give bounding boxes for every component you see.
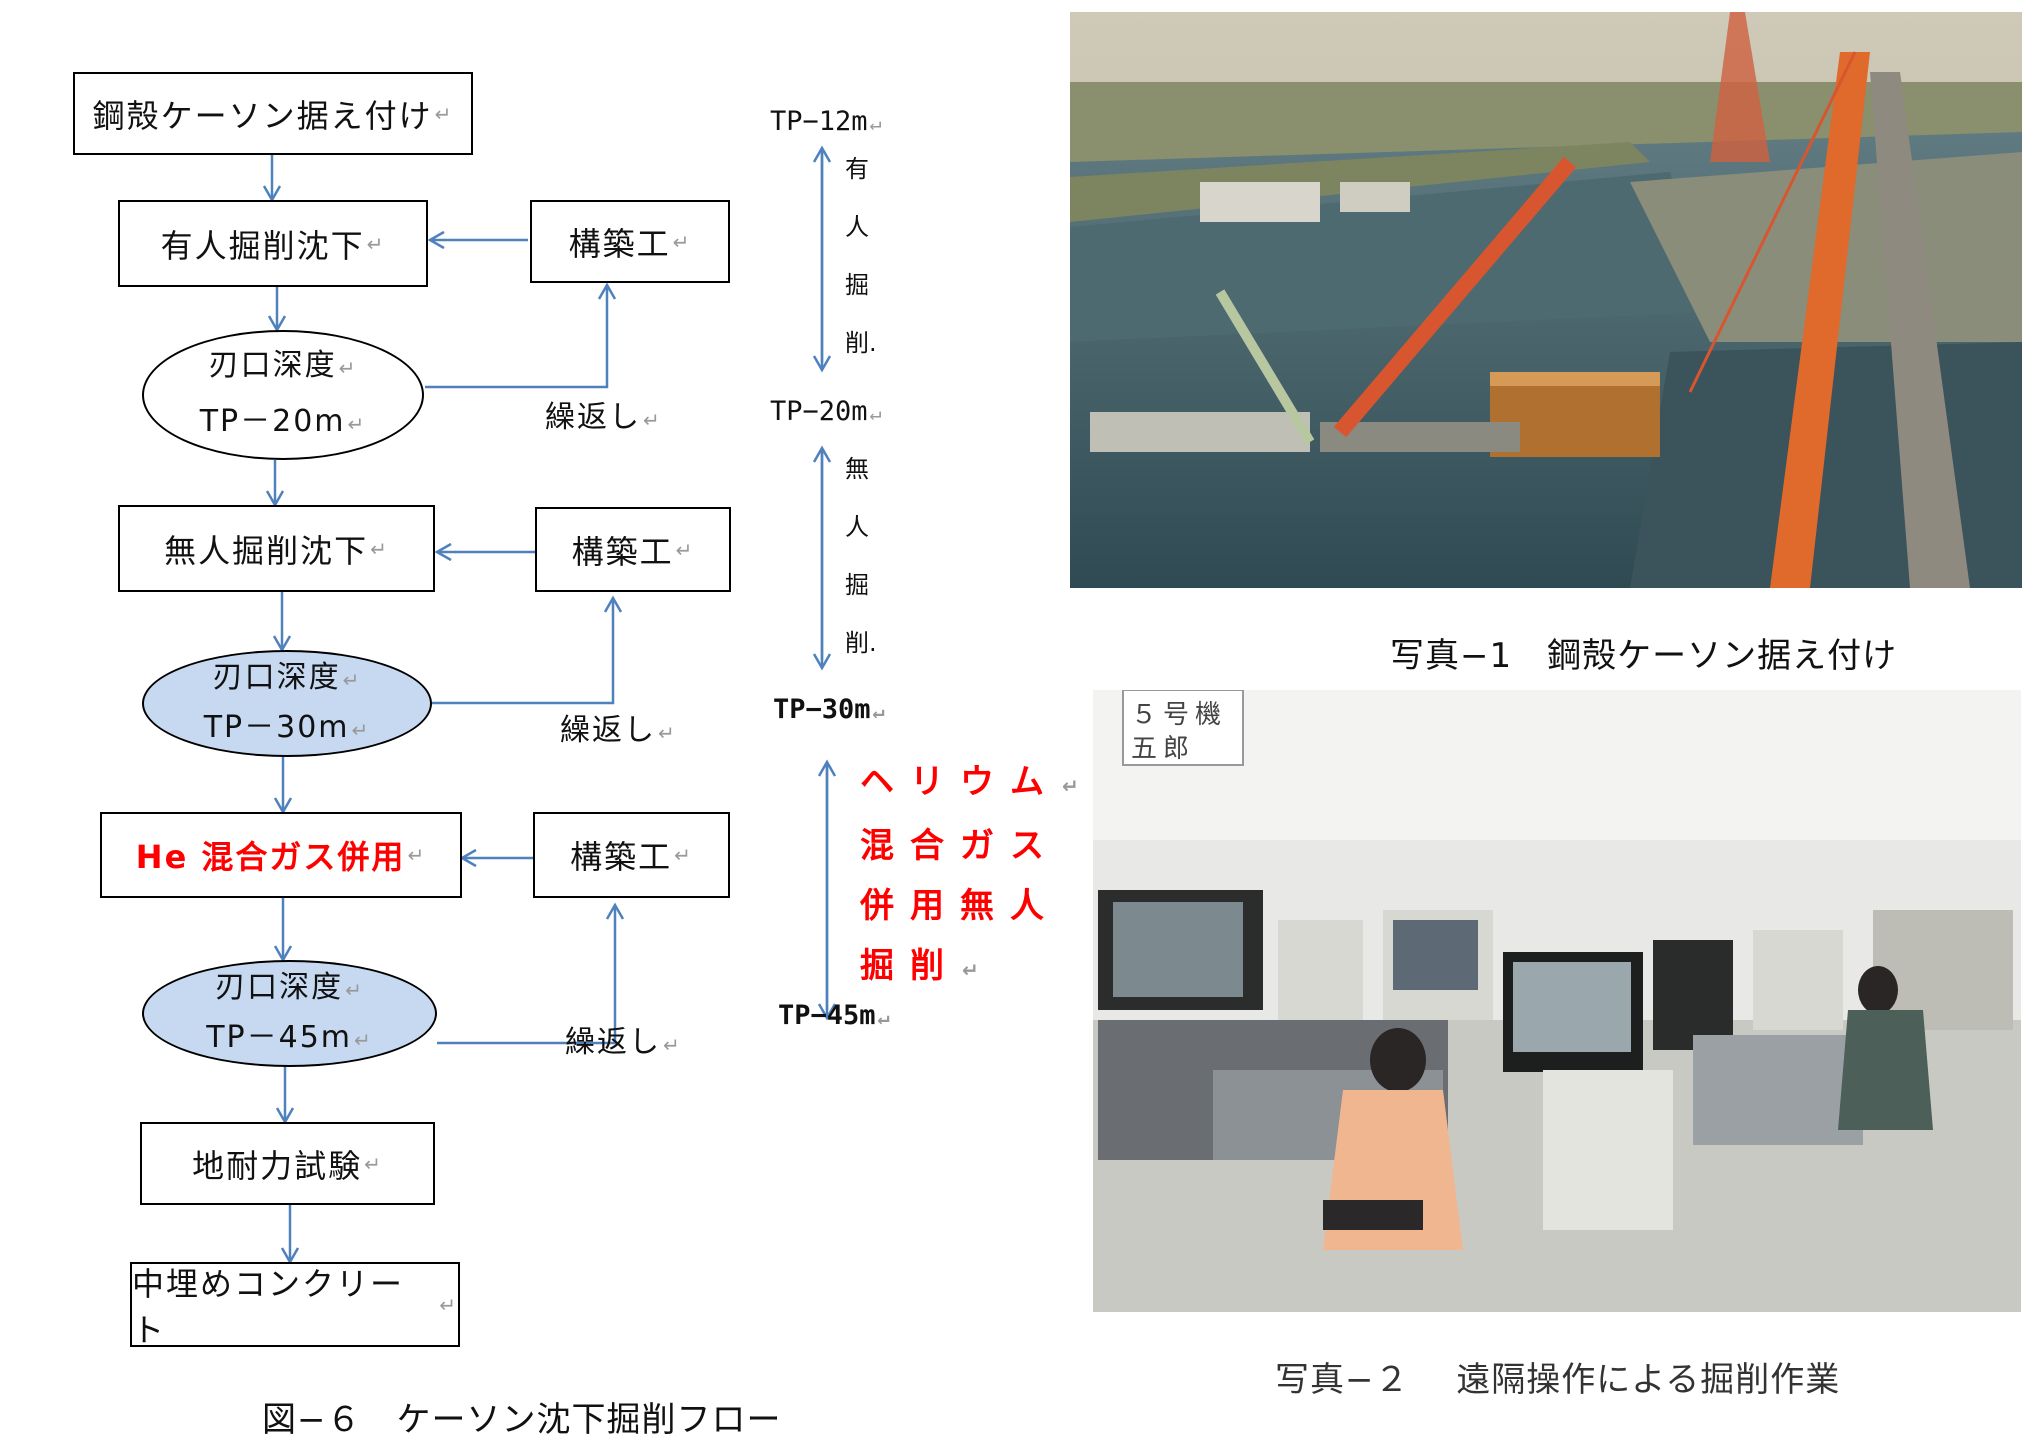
unmanned-excavation-vertical: 無 人 掘 削. xyxy=(845,455,877,657)
construction-label: 構築工 xyxy=(568,224,671,263)
sign-machine-number: ５号機 xyxy=(1131,700,1228,730)
figure-caption: 図−６ ケーソン沈下掘削フロー xyxy=(262,1400,782,1440)
repeat-label-2: 繰返し↵ xyxy=(560,713,677,748)
flow-step-label: He 混合ガス併用 xyxy=(135,838,406,876)
depth-tp-45: TP−45m↵ xyxy=(778,1000,890,1031)
depth-tp-12: TP−12m↵ xyxy=(770,106,882,137)
flow-step-label: 無人掘削沈下 xyxy=(164,531,369,570)
flow-step-caisson-install: 鋼殻ケーソン据え付け↵ xyxy=(73,72,473,155)
helium-excavation-note: ヘリウム↵ 混合ガス 併用無人 掘削↵ xyxy=(860,762,1095,986)
flow-step-fill-concrete: 中埋めコンクリート↵ xyxy=(130,1262,460,1349)
manned-excavation-vertical: 有 人 掘 削. xyxy=(845,155,877,357)
photo-remote-operation: ５号機 五郎 xyxy=(1093,690,2021,1312)
flow-step-unmanned-excavation: 無人掘削沈下↵ xyxy=(118,505,435,592)
construction-box-2: 構築工↵ xyxy=(535,507,731,592)
flow-step-bearing-test: 地耐力試験↵ xyxy=(140,1122,435,1205)
repeat-label-1: 繰返し↵ xyxy=(545,400,662,435)
photo1-caption: 写真−1 鋼殻ケーソン据え付け xyxy=(1390,636,1898,676)
sign-name: 五郎 xyxy=(1131,734,1196,764)
depth-check-oval-1: 刃口深度↵ TP－20m↵ xyxy=(142,330,424,460)
depth-tp-20: TP−20m↵ xyxy=(770,396,882,427)
flow-step-label: 中埋めコンクリート xyxy=(132,1264,405,1349)
repeat-label-3: 繰返し↵ xyxy=(565,1025,682,1060)
depth-check-oval-3: 刃口深度↵ TP－45m↵ xyxy=(142,960,437,1067)
flow-step-label: 鋼殻ケーソン据え付け xyxy=(92,96,433,135)
photo-caisson-installation xyxy=(1070,12,2022,588)
depth-tp-30: TP−30m↵ xyxy=(773,694,885,725)
flow-step-label: 地耐力試験 xyxy=(192,1146,363,1185)
construction-label: 構築工 xyxy=(571,532,674,571)
construction-box-1: 構築工↵ xyxy=(530,200,730,283)
construction-label: 構築工 xyxy=(570,838,673,876)
flow-step-label: 有人掘削沈下 xyxy=(160,226,365,265)
flow-step-manned-excavation: 有人掘削沈下↵ xyxy=(118,200,428,287)
depth-check-oval-2: 刃口深度↵ TP－30m↵ xyxy=(142,650,432,757)
construction-box-3: 構築工↵ xyxy=(533,812,730,898)
photo2-caption: 写真−２ 遠隔操作による掘削作業 xyxy=(1275,1360,1841,1400)
flow-step-helium-mixed-gas: He 混合ガス併用↵ xyxy=(100,812,462,898)
